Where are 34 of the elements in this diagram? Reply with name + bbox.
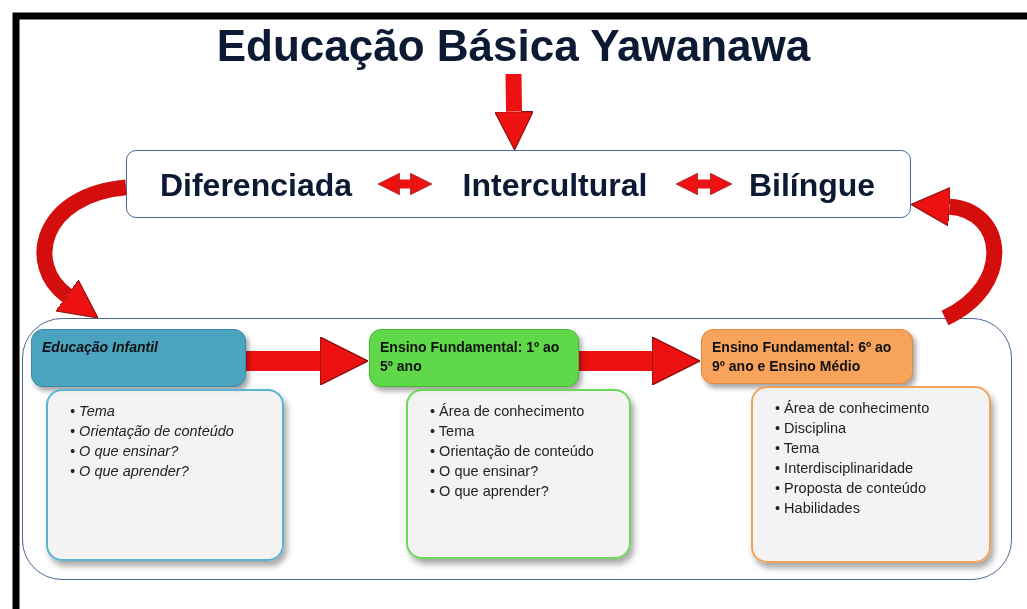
- topic-item: • Área de conhecimento: [775, 399, 931, 418]
- principle-label: Bilíngue: [748, 166, 876, 204]
- topic-item: • O que ensinar?: [70, 442, 180, 461]
- topic-item: • Tema: [775, 439, 821, 458]
- arrow: [675, 172, 733, 196]
- topic-item: • Disciplina: [775, 419, 848, 438]
- topic-item: • O que ensinar?: [430, 462, 540, 481]
- stage-card: [701, 329, 913, 384]
- stage-title: Educação Infantil: [42, 338, 159, 357]
- stage-card: [31, 329, 246, 387]
- topics-card: [406, 389, 631, 559]
- stage-title: Ensino Fundamental: 6º ao 9º ano e Ensino Médio: [712, 338, 893, 376]
- topic-item: • Orientação de conteúdo: [430, 442, 595, 461]
- principle-label: Intercultural: [462, 166, 648, 204]
- stage-title: Ensino Fundamental: 1º ao 5º ano: [380, 338, 561, 376]
- topic-item: • O que aprender?: [430, 482, 550, 501]
- topic-item: • Área de conhecimento: [430, 402, 586, 421]
- topics-card: [46, 389, 284, 561]
- topic-item: • Habilidades: [775, 499, 861, 518]
- topics-card: [751, 386, 991, 563]
- arrow: [910, 187, 1003, 325]
- topic-item: • Tema: [430, 422, 476, 441]
- principle-label: Diferenciada: [159, 166, 353, 204]
- stages-panel: [22, 318, 1012, 580]
- arrow: [494, 73, 534, 151]
- topic-item: • O que aprender?: [70, 462, 190, 481]
- principles-band: [126, 150, 911, 218]
- topic-item: • Interdisciplinaridade: [775, 459, 915, 478]
- arrow: [377, 172, 433, 196]
- topic-item: • Proposta de conteúdo: [775, 479, 927, 498]
- title-text: Educação Básica Yawanawa: [216, 21, 811, 71]
- topic-item: • Orientação de conteúdo: [70, 422, 235, 441]
- topic-item: • Tema: [70, 402, 116, 421]
- stage-card: [369, 329, 579, 387]
